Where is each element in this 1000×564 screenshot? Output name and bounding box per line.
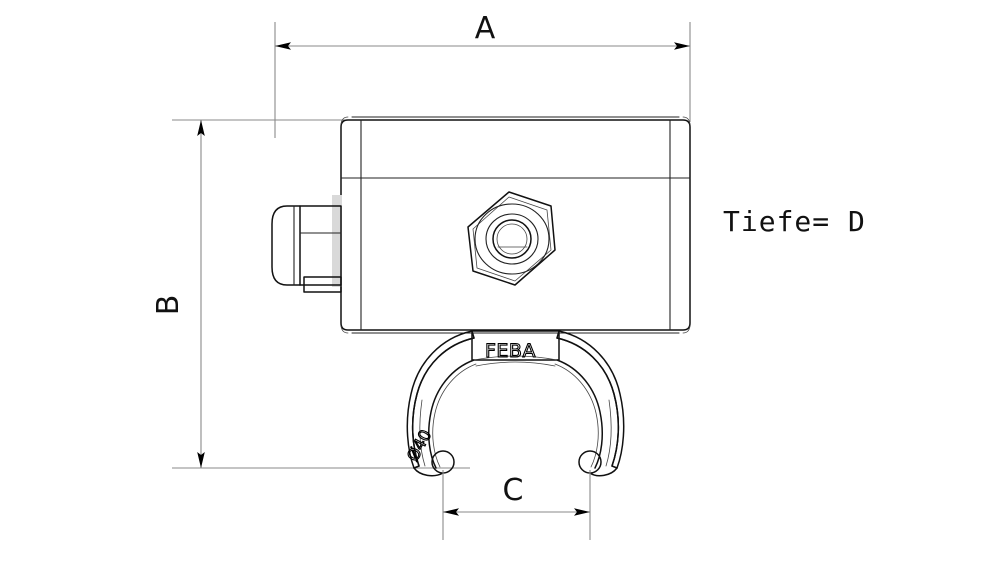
- clamp-bore-hair-right: [554, 363, 599, 468]
- dimension-a: A: [274, 11, 691, 138]
- hex-nut-bore-inner: [496, 223, 528, 255]
- dimension-a-label: A: [475, 11, 496, 46]
- hex-nut-circle-middle: [485, 213, 539, 265]
- housing-bottom-right-radius: [682, 325, 691, 334]
- clamp-shade-left: [419, 399, 426, 467]
- hex-nut-fitting: [467, 191, 556, 286]
- dimension-c: C: [442, 470, 591, 540]
- housing-body: [340, 116, 691, 334]
- cable-gland: [271, 195, 342, 293]
- hex-nut-bore: [492, 219, 532, 259]
- clamp-tip-left: [413, 467, 444, 477]
- housing-outer-profile: [340, 119, 691, 331]
- cable-gland-flange: [303, 276, 342, 293]
- cable-gland-collar-shade: [332, 195, 342, 287]
- clamp-bore-top-arc-2: [475, 361, 556, 367]
- clamp-brand-label: FEBA: [485, 340, 536, 362]
- clamp-bore-arc-left: [428, 359, 475, 469]
- clamp-bore-top-arc: [473, 355, 558, 361]
- dimension-c-label: C: [503, 473, 524, 508]
- clamp-boss-left: [431, 450, 455, 474]
- depth-note-label: Tiefe= D: [723, 205, 866, 238]
- cable-gland-cap: [271, 205, 301, 286]
- clamp-tip-right: [589, 467, 618, 477]
- hex-nut-circle-outer: [474, 203, 550, 275]
- clamp-outer-arc-right: [556, 337, 620, 467]
- dimension-b-label: B: [151, 295, 186, 316]
- dimension-b: B: [151, 119, 470, 469]
- hex-nut-outer: [467, 191, 556, 286]
- clamp-bore-arc-right: [556, 359, 603, 469]
- hex-nut-chamfer: [472, 196, 552, 282]
- clamp-outer-right-arm: [556, 330, 625, 469]
- clamp-outer-arc-left: [411, 337, 475, 467]
- housing-bottom-left-radius: [340, 325, 349, 334]
- housing-top-right-radius: [682, 116, 691, 125]
- clamp-shade-right: [605, 399, 612, 467]
- pipe-clamp: FEBA Ø40: [402, 330, 625, 477]
- housing-top-left-radius: [340, 116, 349, 125]
